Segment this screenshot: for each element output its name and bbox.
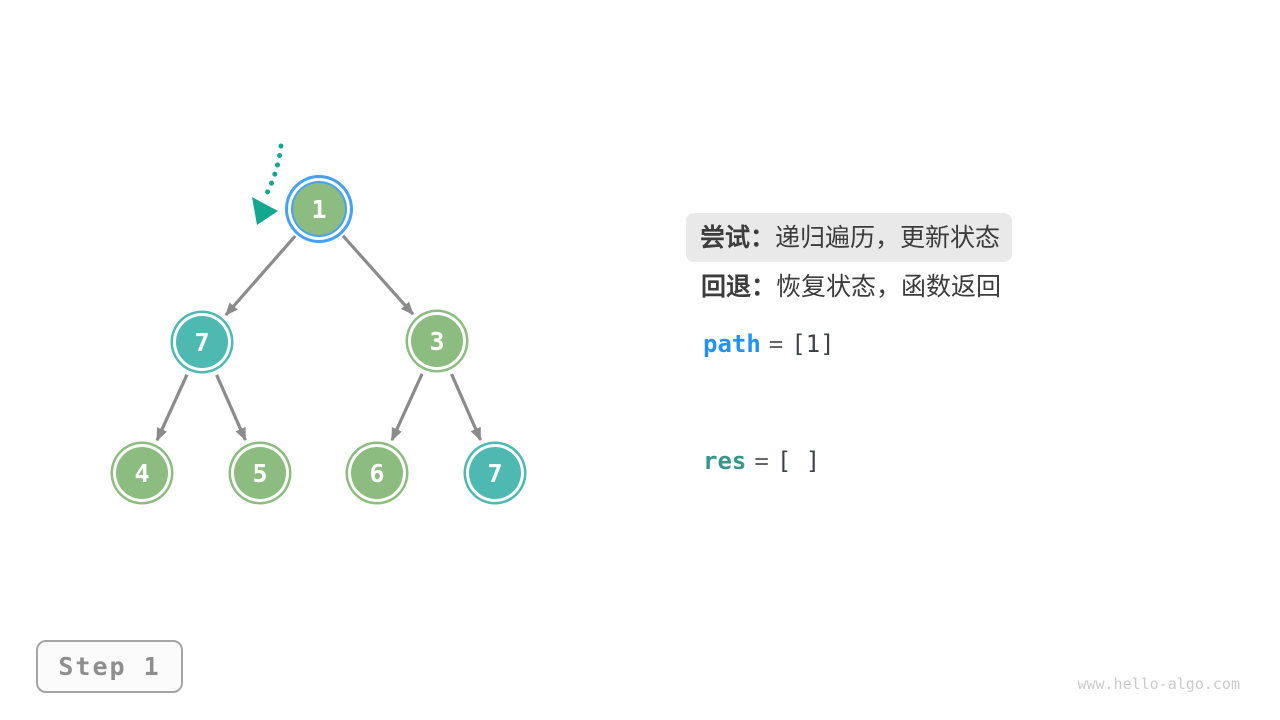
pointer-arrow-head: [252, 197, 278, 225]
tree-edge-n1-n7a: [224, 234, 297, 317]
path-variable-name: path: [703, 330, 761, 358]
tree-node-label: 4: [134, 458, 150, 488]
step-badge: Step 1: [36, 640, 183, 693]
tree-node-label: 5: [252, 458, 268, 488]
tree-node-5: 5: [234, 447, 286, 499]
legend-back-label: 回退：: [701, 272, 777, 301]
watermark-text: www.hello-algo.com: [1077, 675, 1240, 693]
step-badge-label: Step 1: [58, 652, 161, 681]
tree-node-7: 7: [469, 447, 521, 499]
tree-edge-n7a-n4: [155, 374, 189, 442]
pointer-arrow-icon: [252, 143, 284, 225]
tree-node-label: 1: [311, 194, 327, 224]
tree-node-4: 4: [116, 447, 168, 499]
tree-node-label: 7: [194, 327, 210, 357]
tree-edge-n7a-n5: [215, 374, 247, 442]
tree-node-6: 6: [351, 447, 403, 499]
res-variable-value: [ ]: [776, 447, 821, 475]
tree-node-label: 7: [487, 458, 503, 488]
tree-node-label: 6: [369, 458, 385, 488]
pointer-arrow-dotted-path: [263, 143, 284, 198]
tree-edge-n3-n6: [390, 373, 424, 442]
res-variable-name: res: [703, 447, 747, 475]
legend-try-label: 尝试：: [700, 223, 776, 252]
res-variable-row: res=[ ]: [703, 447, 820, 475]
tree-edge-n1-n3: [341, 234, 415, 316]
tree-node-1-current: 1: [293, 183, 345, 235]
path-equals-sign: =: [768, 330, 784, 358]
path-variable-value: [1]: [791, 330, 835, 358]
legend-back-text: 恢复状态，函数返回: [776, 272, 1002, 301]
res-equals-sign: =: [754, 447, 769, 475]
tree-node-label: 3: [429, 326, 445, 356]
tree-node-3: 3: [411, 315, 463, 367]
legend-try-row: 尝试：递归遍历，更新状态: [686, 213, 1012, 262]
legend-try-text: 递归遍历，更新状态: [775, 223, 1001, 252]
tree-edge-n3-n7b: [450, 373, 482, 441]
path-variable-row: path=[1]: [703, 330, 835, 358]
tree-node-7: 7: [176, 316, 228, 368]
legend-back-row: 回退：恢复状态，函数返回: [701, 262, 1001, 311]
